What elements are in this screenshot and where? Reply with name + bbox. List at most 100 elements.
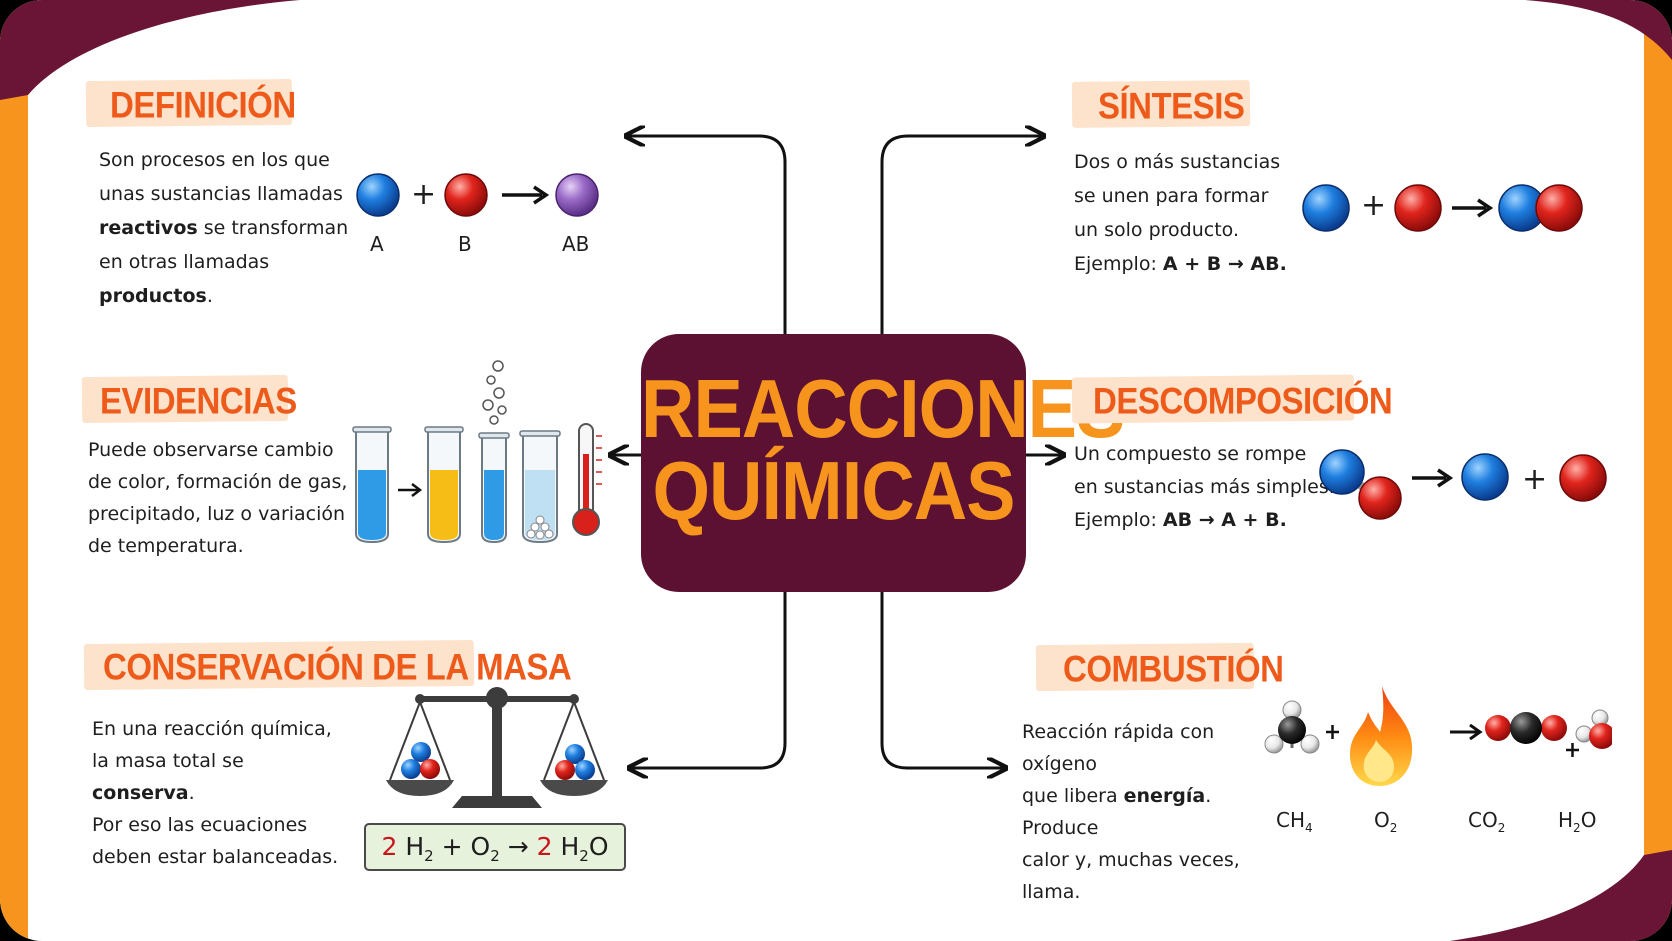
connector-conservacion: [631, 592, 787, 768]
connector-sintesis: [880, 136, 1042, 334]
sintesis-example-label: Ejemplo:: [1074, 253, 1163, 275]
conserva-term: conserva: [92, 782, 189, 804]
atom-b-icon: [1559, 454, 1607, 502]
conservacion-line-1: En una reacción química,: [92, 718, 332, 740]
compound-red-atom-icon: [1358, 476, 1402, 520]
combustion-line-2-post: . Produce: [1022, 785, 1212, 839]
h2o-molecule-icon: [1575, 709, 1612, 749]
central-title-line2: QUÍMICAS: [652, 444, 1016, 537]
sintesis-title: SÍNTESIS: [1098, 85, 1245, 127]
thermometer-icon: [572, 423, 602, 536]
conservacion-text: En una reacción química, la masa total s…: [92, 713, 352, 873]
label-b: B: [458, 232, 472, 256]
definicion-text: Son procesos en los que unas sustancias …: [99, 143, 349, 313]
evidencias-title: EVIDENCIAS: [100, 380, 297, 422]
energia-term: energía: [1123, 785, 1206, 807]
compound-blue-atom-icon: [1319, 449, 1365, 495]
evidencias-line-3: precipitado, luz o variación: [88, 503, 346, 525]
h2o-o: O: [1580, 808, 1597, 832]
descomposicion-line-1: Un compuesto se rompe: [1074, 443, 1307, 465]
co2-text: CO: [1468, 808, 1498, 832]
compound-ab-icon: [555, 173, 599, 217]
ch4-text: CH: [1276, 808, 1306, 832]
atom-blue-icon: [1302, 184, 1350, 232]
combustion-line-4: llama.: [1022, 881, 1081, 903]
definicion-title: DEFINICIÓN: [110, 84, 296, 126]
central-title-line1: REACCIONES: [641, 362, 1125, 455]
evidencias-line-2: de color, formación de gas,: [88, 471, 348, 493]
combustion-line-1: Reacción rápida con oxígeno: [1022, 721, 1215, 775]
eq-coef-1: 2: [381, 832, 398, 861]
atom-a-icon: [1461, 453, 1509, 501]
definicion-line-2: unas sustancias llamadas: [99, 183, 343, 205]
central-topic-box: REACCIONES QUÍMICAS: [641, 334, 1125, 592]
descomposicion-line-2: en sustancias más simples.: [1074, 476, 1335, 498]
h2o-h: H: [1558, 808, 1574, 832]
ch4-sub: 4: [1305, 821, 1313, 835]
conservacion-line-3: Por eso las ecuaciones: [92, 814, 308, 836]
definicion-line-1: Son procesos en los que: [99, 149, 330, 171]
descomposicion-line-3: Ejemplo: AB → A + B.: [1074, 504, 1364, 537]
test-tube-yellow-icon: [424, 426, 464, 544]
conservacion-line-2-post: .: [188, 782, 195, 804]
label-a: A: [370, 232, 384, 256]
combustion-line-2: que libera energía. Produce: [1022, 780, 1272, 844]
sintesis-line-2: se unen para formar: [1074, 185, 1269, 207]
left-pan-molecules: [401, 742, 440, 779]
sintesis-line-4: Ejemplo: A + B → AB.: [1074, 247, 1334, 281]
productos-term: productos: [99, 285, 207, 307]
definicion-plus: +: [411, 177, 437, 212]
descomposicion-text: Un compuesto se rompe en sustancias más …: [1074, 438, 1364, 537]
o2-label: O2: [1374, 808, 1397, 835]
descomposicion-example: AB → A + B.: [1162, 509, 1287, 531]
methane-molecule-icon: [1264, 700, 1320, 754]
sintesis-text: Dos o más sustancias se unen para formar…: [1074, 145, 1334, 281]
co2-molecule-icon: [1485, 712, 1567, 744]
combustion-line-3: calor y, muchas veces,: [1022, 849, 1240, 871]
molecule-ab-red-icon: [1535, 184, 1583, 232]
evidencias-illustration: [352, 360, 602, 544]
eq-plus-o: + O: [433, 832, 491, 861]
sintesis-line-1: Dos o más sustancias: [1074, 151, 1281, 173]
conservacion-line-2: la masa total se conserva.: [92, 745, 352, 809]
flame-icon: [1350, 686, 1413, 786]
conservacion-line-4: deben estar balanceadas.: [92, 846, 339, 868]
eq-h-2: H: [560, 832, 580, 861]
right-pan-molecules: [555, 744, 595, 780]
test-tube-gas-icon: [478, 432, 510, 544]
sintesis-example: A + B → AB.: [1162, 253, 1287, 275]
descomposicion-plus: +: [1522, 462, 1548, 497]
label-ab: AB: [562, 232, 590, 256]
combustion-plus-2: [1566, 743, 1579, 757]
combustion-plus-1: [1326, 725, 1339, 739]
descomposicion-example-label: Ejemplo:: [1074, 509, 1163, 531]
reactivos-term: reactivos: [99, 217, 198, 239]
test-tube-precipitate-icon: [519, 430, 561, 544]
atom-b-icon: [444, 173, 488, 217]
eq-sub-3: 2: [579, 847, 589, 865]
sintesis-plus: +: [1361, 188, 1387, 223]
atom-a-icon: [356, 173, 400, 217]
descomposicion-illustration: [1319, 449, 1607, 520]
connector-combustion: [880, 592, 1004, 768]
eq-arrow: →: [499, 832, 537, 861]
eq-sub-2: 2: [490, 847, 500, 865]
o2-text: O: [1374, 808, 1390, 832]
eq-o: O: [588, 832, 609, 861]
combustion-title: COMBUSTIÓN: [1063, 648, 1284, 690]
ch4-label: CH4: [1276, 808, 1313, 835]
definicion-line-3: reactivos se transforman: [99, 211, 349, 245]
definicion-line-4: en otras llamadas: [99, 251, 270, 273]
evidencias-line-4: de temperatura.: [88, 535, 244, 557]
co2-sub: 2: [1497, 821, 1506, 835]
combustion-text: Reacción rápida con oxígeno que libera e…: [1022, 716, 1272, 908]
descomposicion-title: DESCOMPOSICIÓN: [1093, 380, 1393, 422]
combustion-line-2-pre: que libera: [1022, 785, 1124, 807]
combustion-illustration: [1264, 686, 1612, 786]
definicion-line-5-rest: .: [206, 285, 213, 307]
h2o-sub: 2: [1573, 821, 1581, 835]
test-tube-blue-icon: [352, 426, 392, 544]
